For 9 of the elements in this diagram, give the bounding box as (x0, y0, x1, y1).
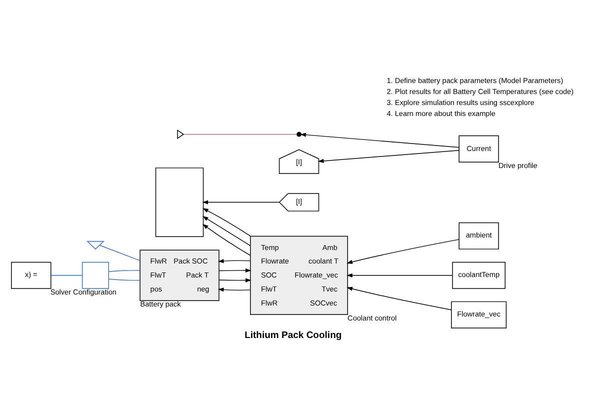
node-label: Battery pack (140, 299, 181, 308)
diagram-title: Lithium Pack Cooling (244, 330, 342, 341)
node-label: Coolant control (348, 313, 397, 322)
label: 2. Plot results for all Battery Cell Temperatures (see code) (386, 87, 574, 96)
label: 4. Learn more about this example (386, 109, 496, 118)
label: 3. Explore simulation results using sscexplore (386, 98, 534, 108)
label: 1. Define battery pack parameters (Model Parameters) (386, 76, 564, 86)
node-label: Solver Configuration (50, 287, 116, 296)
node-label: Drive profile (498, 160, 538, 170)
